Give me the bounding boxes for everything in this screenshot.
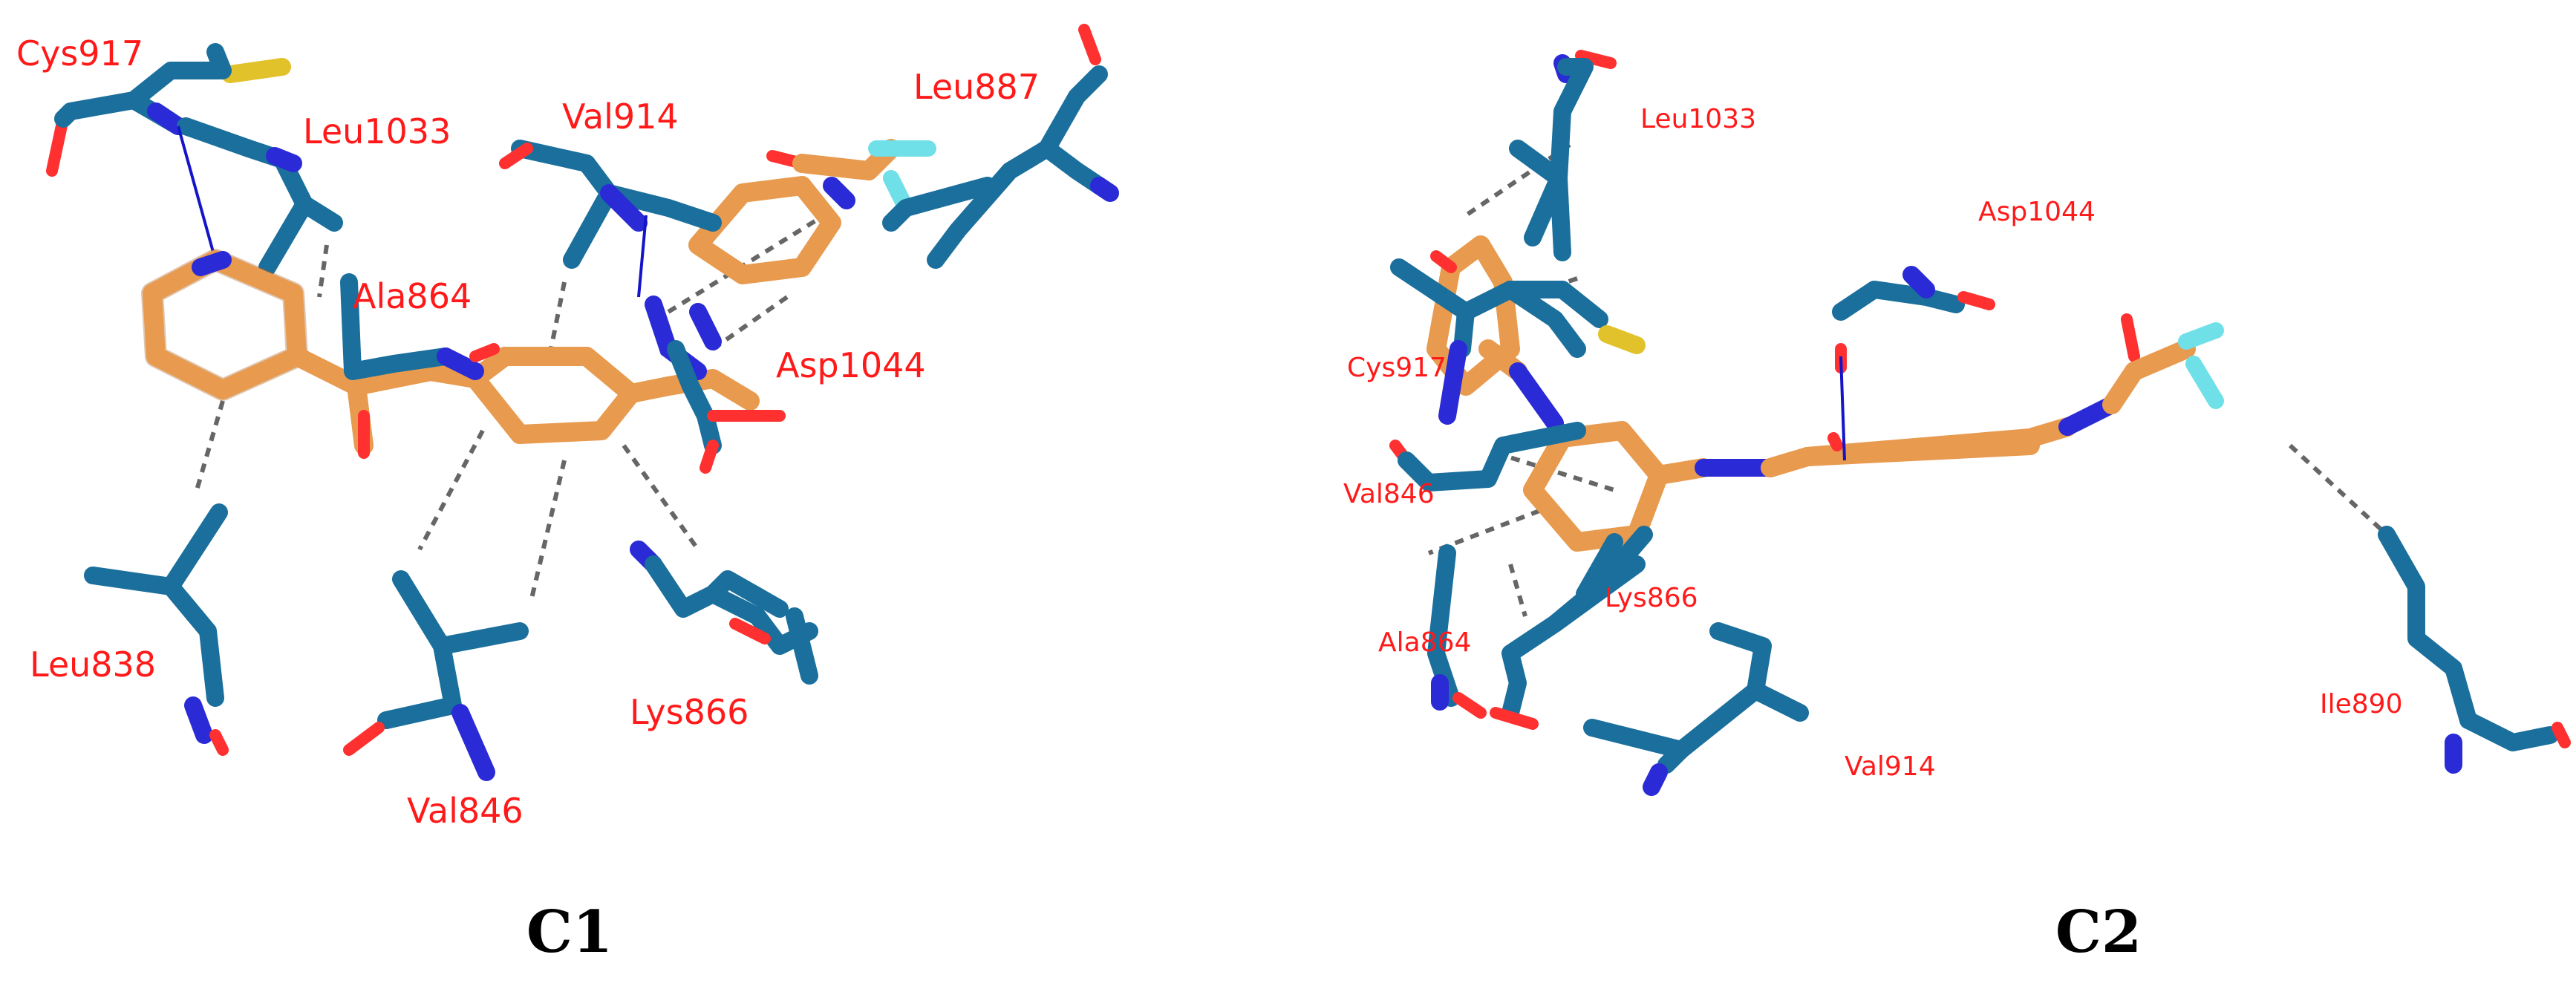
c2-label-val846: Val846: [1343, 479, 1435, 509]
c1-ligand: [141, 139, 936, 459]
c2-residue-lys866: [1490, 526, 1653, 730]
c2-label-val914: Val914: [1845, 751, 1936, 782]
c2-caption: C2: [2055, 898, 2142, 966]
c1-label-ala864: Ala864: [353, 276, 472, 316]
c1-label-cys917: Cys917: [16, 33, 144, 74]
c2-residue-leu1033: [1509, 50, 1617, 261]
c1-label-lys866: Lys866: [630, 692, 749, 732]
c1-hbond-cys917: [177, 125, 217, 261]
c2-residue-ile890: [2378, 526, 2571, 774]
c1-residue-leu1033: [177, 117, 343, 276]
c2-residue-val914: [1583, 622, 1809, 796]
c2-label-ala864: Ala864: [1378, 627, 1472, 658]
c2-label-leu1033: Leu1033: [1640, 104, 1757, 134]
c1-hydrophobic-contacts: [195, 213, 826, 602]
c1-hbond-val914: [637, 215, 648, 298]
c1-residue-leu887: [882, 24, 1119, 269]
c2-residue-ala864: [1427, 544, 1487, 719]
c2-label-ile890: Ile890: [2320, 689, 2403, 719]
c2-molecule-render: [1389, 50, 2571, 796]
c2-hbond-asp1044: [1839, 356, 1846, 461]
panel-c2: Leu1033 Asp1044 Cys917 Val846 Lys866 Ala…: [1288, 0, 2576, 989]
c1-residue-val846: [343, 570, 529, 781]
c2-label-asp1044: Asp1044: [1978, 197, 2096, 227]
c2-label-lys866: Lys866: [1605, 583, 1698, 613]
c2-residue-val846: [1389, 422, 1586, 492]
c1-molecule-render: [46, 24, 1119, 781]
c1-label-asp1044: Asp1044: [776, 345, 926, 385]
c1-label-leu887: Leu887: [913, 67, 1040, 107]
c1-caption: C1: [526, 898, 613, 966]
c1-residue-asp1044: [667, 340, 786, 474]
c1-residue-val914: [499, 140, 722, 269]
c2-label-cys917: Cys917: [1347, 353, 1447, 383]
c2-ligand: [1426, 235, 2224, 552]
c1-label-val914: Val914: [562, 97, 679, 137]
c1-residue-lys866: [630, 541, 818, 685]
c2-residue-asp1044: [1832, 266, 1995, 373]
c1-label-val846: Val846: [407, 791, 524, 831]
c1-residue-cys917: [46, 43, 291, 177]
c1-residue-leu838: [84, 503, 229, 756]
c1-residue-ala864: [340, 273, 500, 380]
panel-c1: Cys917 Leu1033 Val914 Leu887 Ala864 Asp1…: [16, 24, 1119, 966]
c2-residue-cys917: [1390, 258, 1646, 425]
c1-label-leu1033: Leu1033: [303, 111, 451, 151]
c1-label-leu838: Leu838: [30, 644, 157, 685]
